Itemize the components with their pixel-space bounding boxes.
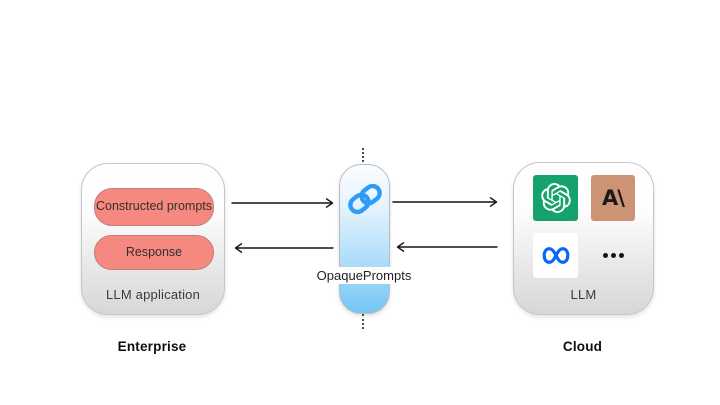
arrow-proxy-to-response	[234, 243, 334, 253]
enterprise-caption: Enterprise	[117, 339, 187, 354]
arrow-prompts-to-proxy	[231, 198, 334, 208]
constructed-prompts-pill: Constructed prompts	[94, 188, 214, 226]
response-label: Response	[125, 244, 183, 259]
llm-application-label: LLM application	[105, 287, 201, 302]
response-pill: Response	[94, 235, 214, 270]
ellipsis-icon	[591, 233, 635, 278]
meta-tile	[533, 233, 578, 278]
cloud-caption: Cloud	[562, 339, 603, 354]
opaqueprompts-label: OpaquePrompts	[309, 267, 419, 284]
anthropic-logo-icon: A\	[602, 186, 625, 210]
arrow-cloud-to-proxy	[396, 242, 498, 252]
opaque-link-icon	[347, 183, 382, 215]
opaqueprompts-pill	[339, 164, 390, 314]
llm-label: LLM	[570, 287, 597, 302]
arrow-proxy-to-cloud	[392, 197, 498, 207]
meta-logo-icon	[542, 247, 569, 264]
openai-tile	[533, 175, 578, 221]
constructed-prompts-label: Constructed prompts	[95, 199, 213, 214]
cloud-llm-box: A\ LLM	[513, 162, 654, 315]
dotted-line-top	[362, 148, 364, 162]
enterprise-llm-application-box: Constructed prompts Response LLM applica…	[81, 163, 225, 315]
openai-logo-icon	[540, 183, 571, 213]
anthropic-tile: A\	[591, 175, 635, 221]
dotted-line-bottom	[362, 314, 364, 329]
